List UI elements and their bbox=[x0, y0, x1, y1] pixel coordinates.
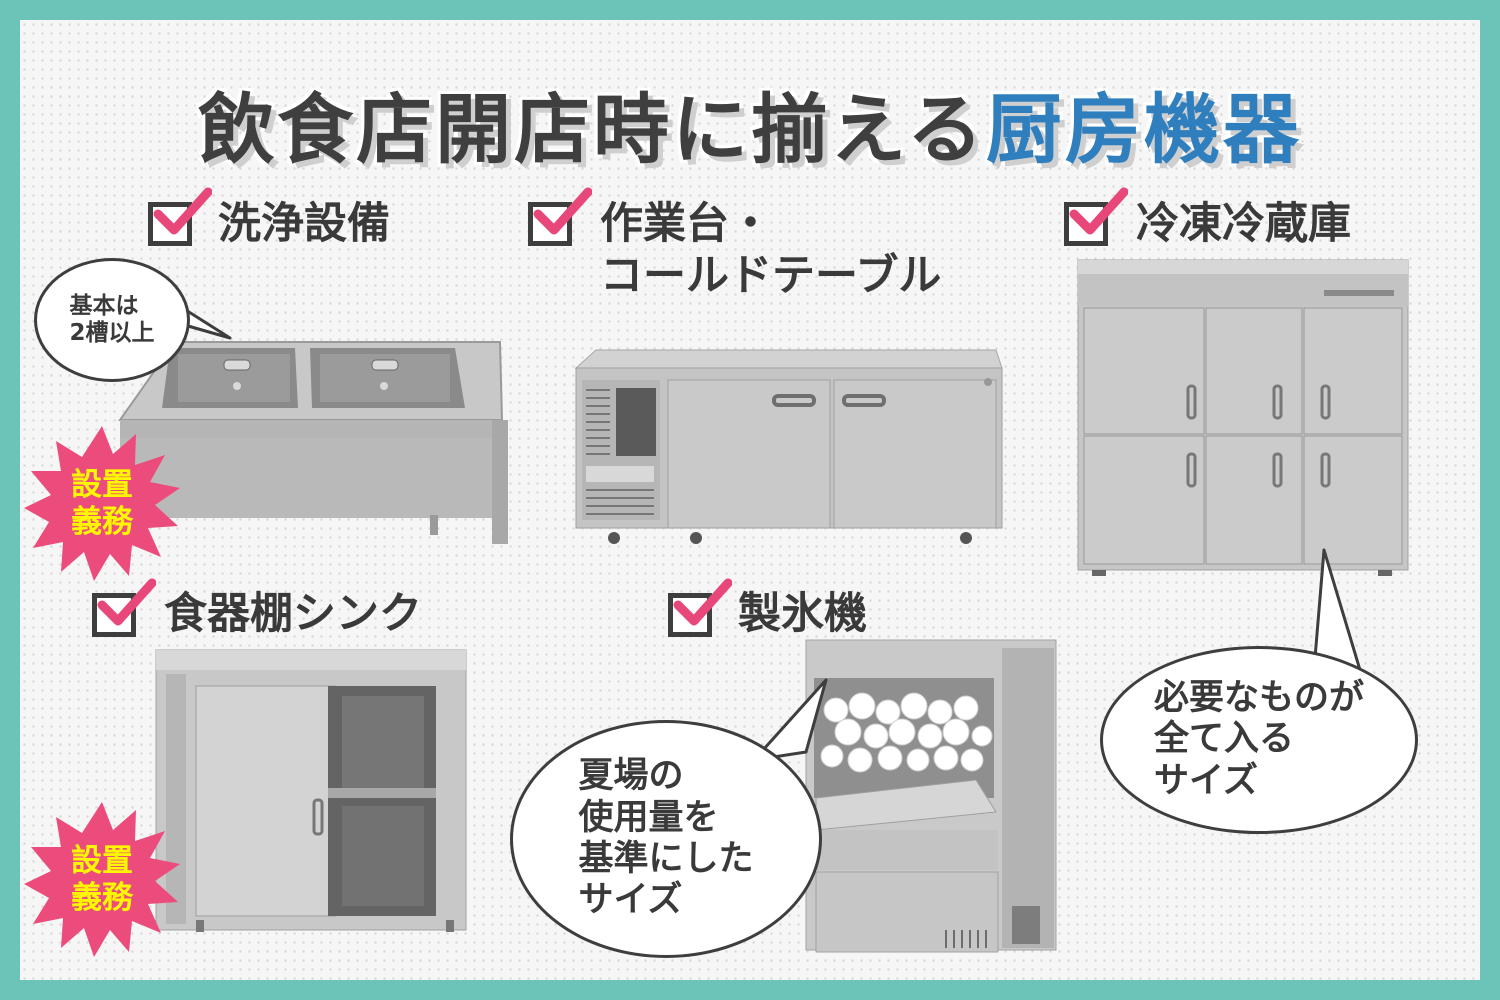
speech-bubble-text: 夏場の 使用量を 基準にした サイズ bbox=[578, 756, 754, 921]
item-label-fridge: 冷凍冷蔵庫 bbox=[1136, 199, 1351, 249]
starburst-icon bbox=[24, 802, 180, 957]
checkmark-icon bbox=[97, 578, 156, 626]
checkbox-icon bbox=[1064, 187, 1128, 250]
badge-text: 設置 義務 bbox=[71, 843, 133, 916]
title-accent: 厨房機器 bbox=[985, 85, 1302, 174]
bubble-tail bbox=[752, 678, 828, 762]
speech-bubble-text: 必要なものが 全て入る サイズ bbox=[1153, 678, 1364, 801]
mandatory-badge-cabinet: 設置 義務 bbox=[22, 800, 182, 960]
speech-bubble-sink: 基本は 2槽以上 bbox=[34, 258, 190, 382]
starburst-icon bbox=[24, 426, 180, 581]
checkbox-icon bbox=[528, 187, 592, 250]
checkmark-icon bbox=[153, 187, 212, 235]
speech-bubble-text: 基本は 2槽以上 bbox=[69, 292, 155, 346]
page-title: 飲食店開店時に揃える厨房機器 bbox=[20, 68, 1480, 178]
item-label-cabinet: 食器棚シンク bbox=[164, 589, 422, 639]
item-label-washing: 洗浄設備 bbox=[218, 199, 390, 249]
speech-bubble-ice: 夏場の 使用量を 基準にした サイズ bbox=[510, 720, 822, 958]
infographic-canvas: 飲食店開店時に揃える厨房機器 洗浄設備 作業台・ コールドテーブル 冷凍冷蔵庫 … bbox=[20, 20, 1480, 980]
checkbox-icon bbox=[668, 578, 732, 641]
mandatory-badge-sink: 設置 義務 bbox=[22, 424, 182, 584]
cabinet-illustration bbox=[155, 649, 467, 932]
speech-bubble-fridge: 必要なものが 全て入る サイズ bbox=[1100, 646, 1418, 834]
checkbox-icon bbox=[92, 578, 156, 641]
checkmark-icon bbox=[1069, 187, 1128, 235]
badge-text: 設置 義務 bbox=[71, 467, 133, 540]
double-sink-illustration bbox=[118, 341, 508, 544]
ice-maker-illustration bbox=[805, 639, 1057, 953]
item-label-worktable: 作業台・ コールドテーブル bbox=[600, 199, 942, 301]
checkbox-icon bbox=[148, 187, 212, 250]
title-main: 飲食店開店時に揃える bbox=[198, 85, 986, 174]
cold-table-illustration bbox=[574, 349, 1003, 544]
checkmark-icon bbox=[673, 578, 732, 626]
fridge-illustration bbox=[1077, 259, 1409, 576]
checkmark-icon bbox=[533, 187, 592, 235]
item-label-icemaker: 製氷機 bbox=[738, 589, 867, 639]
bubble-tail bbox=[1312, 548, 1362, 672]
